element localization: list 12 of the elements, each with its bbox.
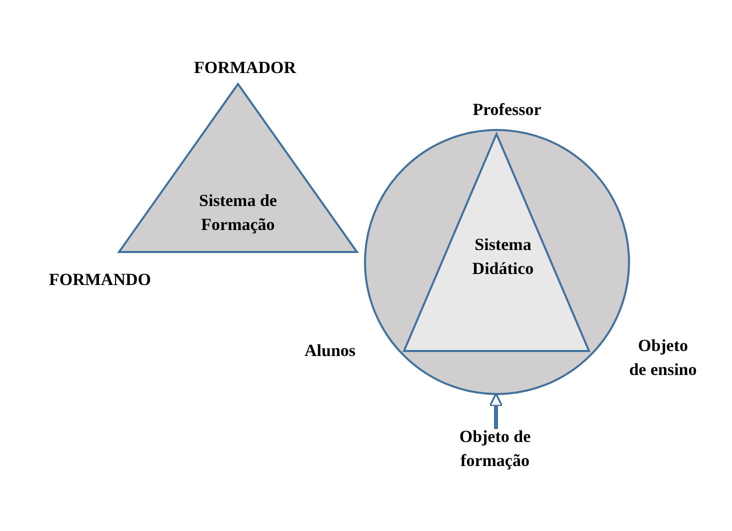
circle-node xyxy=(364,129,630,395)
vertex-label: FORMANDO xyxy=(48,269,152,291)
vertex-label: Professor xyxy=(472,99,542,121)
node-label: Sistema Didático xyxy=(471,234,535,280)
vertex-label: FORMADOR xyxy=(193,57,298,79)
node-label: Sistema de Formação xyxy=(198,190,278,236)
triangle-node xyxy=(118,83,358,253)
vertex-label: Objeto de ensino xyxy=(628,335,698,381)
arrow xyxy=(489,392,503,429)
vertex-label: Alunos xyxy=(303,340,357,362)
triangle-node xyxy=(403,133,590,352)
node-label: Objeto de formação xyxy=(458,426,532,472)
